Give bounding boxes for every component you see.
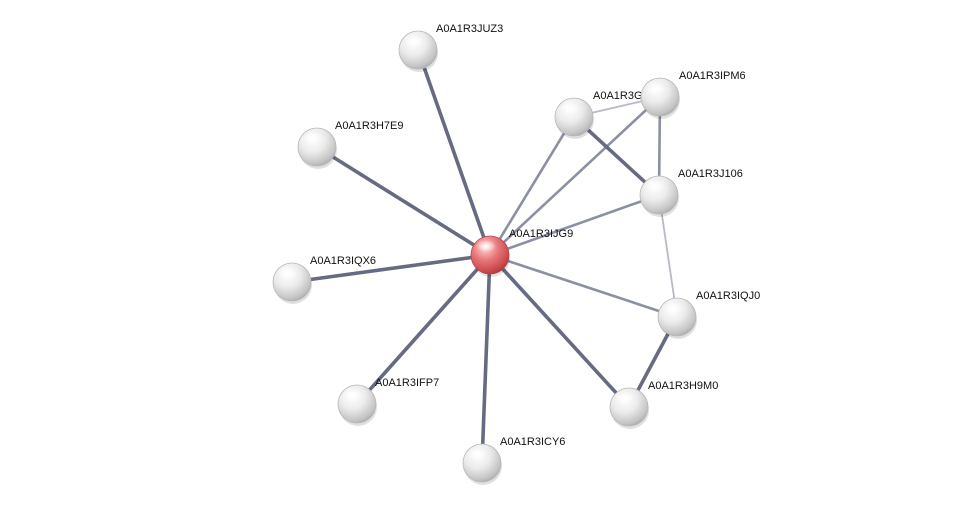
edge-a0a1r3ijg9-a0a1r3ipm6[interactable]: [488, 95, 662, 257]
node-a0a1r3h7e9[interactable]: A0A1R3H7E9: [297, 120, 404, 169]
node-a0a1r3iqj0[interactable]: A0A1R3IQJ0: [657, 290, 760, 339]
edge-a0a1r3ijg9-a0a1r3h9m0[interactable]: [488, 253, 631, 409]
node-label: A0A1R3J106: [678, 168, 743, 180]
edge-a0a1r3ijg9-a0a1r3icy6[interactable]: [480, 253, 492, 465]
sphere-highlight: [278, 267, 298, 279]
edge-a0a1r3ijg9-a0a1r3gv47[interactable]: [488, 115, 576, 257]
sphere-highlight: [663, 302, 683, 314]
sphere-highlight: [476, 240, 496, 252]
node-a0a1r3ipm6[interactable]: A0A1R3IPM6: [640, 70, 746, 119]
edge-a0a1r3ijg9-a0a1r3iqj0[interactable]: [488, 253, 679, 319]
edge-a0a1r3ijg9-a0a1r3j106[interactable]: [488, 193, 661, 257]
node-label: A0A1R3ICY6: [500, 436, 565, 448]
sphere-highlight: [646, 82, 666, 94]
node-label: A0A1R3JUZ3: [436, 23, 503, 35]
sphere-highlight: [615, 392, 635, 404]
sphere-highlight: [468, 448, 488, 460]
edge-a0a1r3ijg9-a0a1r3iqx6[interactable]: [290, 253, 492, 284]
node-a0a1r3j106[interactable]: A0A1R3J106: [639, 168, 743, 217]
node-label: A0A1R3IJG9: [509, 228, 573, 240]
node-label: A0A1R3H9M0: [648, 380, 718, 392]
node-label: A0A1R3IFP7: [375, 377, 439, 389]
node-label: A0A1R3H7E9: [335, 120, 404, 132]
node-label: A0A1R3IPM6: [679, 70, 746, 82]
nodes-layer: A0A1R3IJG9 A0A1R3JUZ3A0A1R3H7E9A0A1R3IQX6…: [272, 23, 760, 485]
node-a0a1r3ifp7[interactable]: A0A1R3IFP7: [337, 377, 439, 426]
node-a0a1r3iqx6[interactable]: A0A1R3IQX6: [272, 255, 376, 304]
sphere-highlight: [560, 102, 580, 114]
edge-a0a1r3ijg9-a0a1r3juz3[interactable]: [416, 48, 492, 257]
node-a0a1r3ijg9[interactable]: A0A1R3IJG9: [470, 228, 573, 277]
edge-a0a1r3ijg9-a0a1r3ifp7[interactable]: [355, 253, 492, 406]
edge-a0a1r3j106-a0a1r3iqj0[interactable]: [658, 194, 678, 318]
sphere-highlight: [343, 389, 363, 401]
node-a0a1r3h9m0[interactable]: A0A1R3H9M0: [609, 380, 718, 429]
node-a0a1r3icy6[interactable]: A0A1R3ICY6: [462, 436, 565, 485]
edge-a0a1r3ijg9-a0a1r3h7e9[interactable]: [315, 145, 492, 257]
node-label: A0A1R3IQJ0: [696, 290, 760, 302]
sphere-highlight: [645, 180, 665, 192]
sphere-highlight: [303, 132, 323, 144]
node-a0a1r3juz3[interactable]: A0A1R3JUZ3: [398, 23, 503, 72]
node-label: A0A1R3IQX6: [310, 255, 376, 267]
sphere-highlight: [404, 35, 424, 47]
